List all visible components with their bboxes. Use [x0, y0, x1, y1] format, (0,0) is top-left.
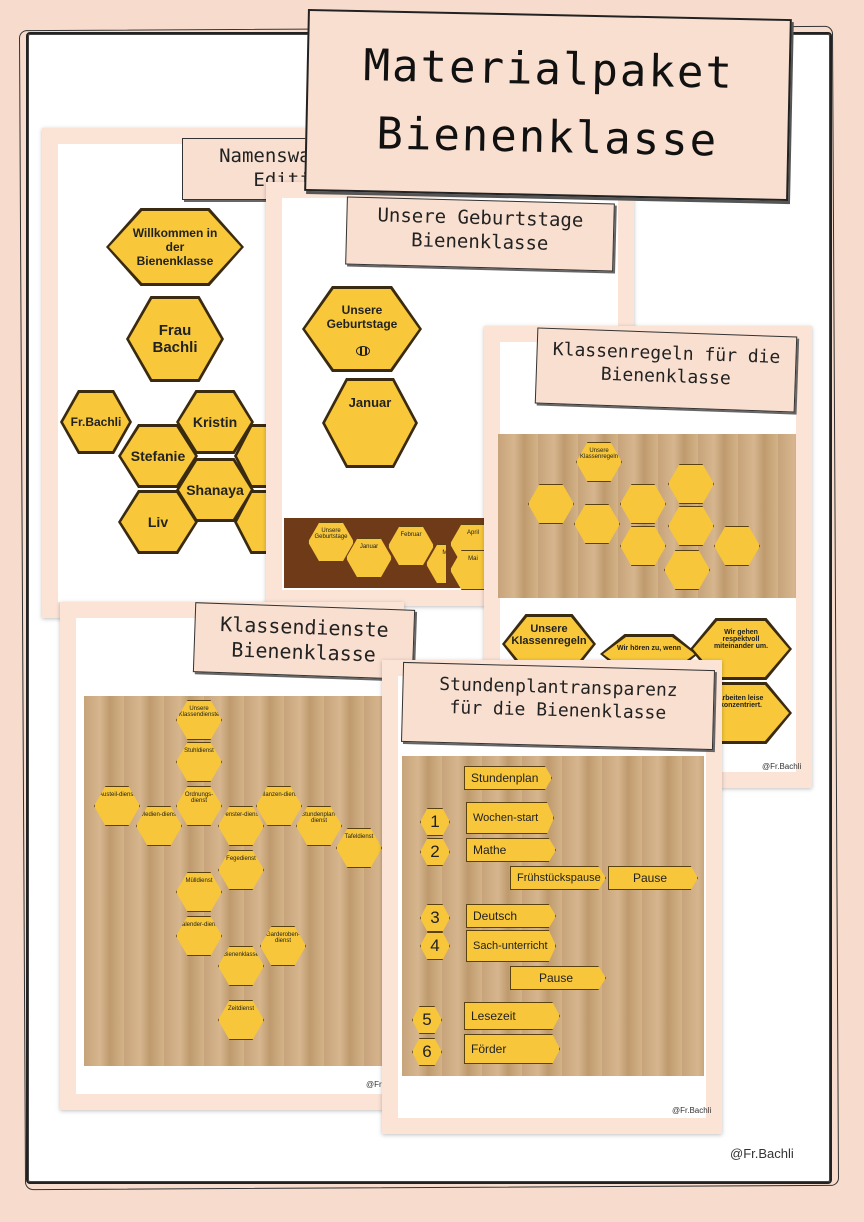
photo-hex: Unsere Klassenregeln: [576, 442, 622, 482]
duty-hex: Stuhldienst: [176, 742, 222, 782]
duty-hex: Pflanzen-dienst: [256, 786, 302, 826]
num-hex: 2: [420, 838, 450, 866]
hex-welcome: Willkommen in der Bienenklasse: [106, 208, 244, 286]
duty-hex: Fegedienst: [218, 850, 264, 890]
photo-hex: [664, 550, 710, 590]
num-hex: 1: [420, 808, 450, 836]
title-label: Materialpaket Bienenklasse: [304, 8, 792, 202]
duty-hex: Mülldienst: [176, 872, 222, 912]
photo-hex: [714, 526, 760, 566]
sheet-footer: @Fr.Bachli: [672, 1106, 712, 1115]
photo-hex: [528, 484, 574, 524]
duty-hex: Kalender-dienst: [176, 916, 222, 956]
duty-hex: Garderoben-dienst: [260, 926, 306, 966]
duty-hex: Zeitdienst: [218, 1000, 264, 1040]
title-line1: Materialpaket: [363, 40, 735, 99]
duty-hex: Stundenplan-dienst: [296, 806, 342, 846]
photo-hex: Januar: [346, 538, 392, 578]
tag-row: Pause: [608, 866, 698, 890]
bee-icon: [356, 346, 370, 356]
num-hex: 4: [420, 932, 450, 960]
tag-row: Wochen-start: [466, 802, 554, 834]
title-line2: Bienenklasse: [375, 108, 719, 167]
tag-row: Förder: [464, 1034, 560, 1064]
tag-title: Stundenplan: [464, 766, 552, 790]
photo-hex: [668, 506, 714, 546]
hex-month: Januar: [322, 378, 418, 468]
duty-hex: Ordnungs-dienst: [176, 786, 222, 826]
photo-hex: [668, 464, 714, 504]
tag-row: Frühstückspause: [510, 866, 606, 890]
photo-hex: [620, 484, 666, 524]
duty-hex: Medien-dienst: [136, 806, 182, 846]
tag-row: Deutsch: [466, 904, 556, 928]
num-hex: 5: [412, 1006, 442, 1034]
schedule-photo: Stundenplan 1 Wochen-start 2 Mathe Frühs…: [402, 756, 704, 1076]
num-hex: 6: [412, 1038, 442, 1066]
birthday-photo-2: April Mai: [446, 518, 496, 590]
tag-row: Mathe: [466, 838, 556, 862]
duty-hex: Unsere Klassendienste: [176, 700, 222, 740]
duty-hex: Austeil-dienst: [94, 786, 140, 826]
duty-hex: Fenster-dienst: [218, 806, 264, 846]
photo-hex: [574, 504, 620, 544]
sheet-footer: @Fr.Bachli: [762, 762, 802, 771]
rules-photo: Unsere Klassenregeln: [498, 434, 796, 598]
hex-teacher: Frau Bachli: [126, 296, 224, 382]
photo-hex: Unsere Geburtstage: [308, 522, 354, 562]
photo-hex: [620, 526, 666, 566]
num-hex: 3: [420, 904, 450, 932]
sheet-footer: @Fr.B: [366, 1080, 389, 1089]
duties-photo: Unsere Klassendienste Stuhldienst Austei…: [84, 696, 382, 1066]
duty-hex: Bienenklasse: [218, 946, 264, 986]
tag-row: Pause: [510, 966, 606, 990]
tag-row: Sach-unterricht: [466, 930, 556, 962]
duty-hex: Tafeldienst: [336, 828, 382, 868]
photo-hex: Februar: [388, 526, 434, 566]
tag-row: Lesezeit: [464, 1002, 560, 1030]
author-credit: @Fr.Bachli: [730, 1146, 794, 1161]
